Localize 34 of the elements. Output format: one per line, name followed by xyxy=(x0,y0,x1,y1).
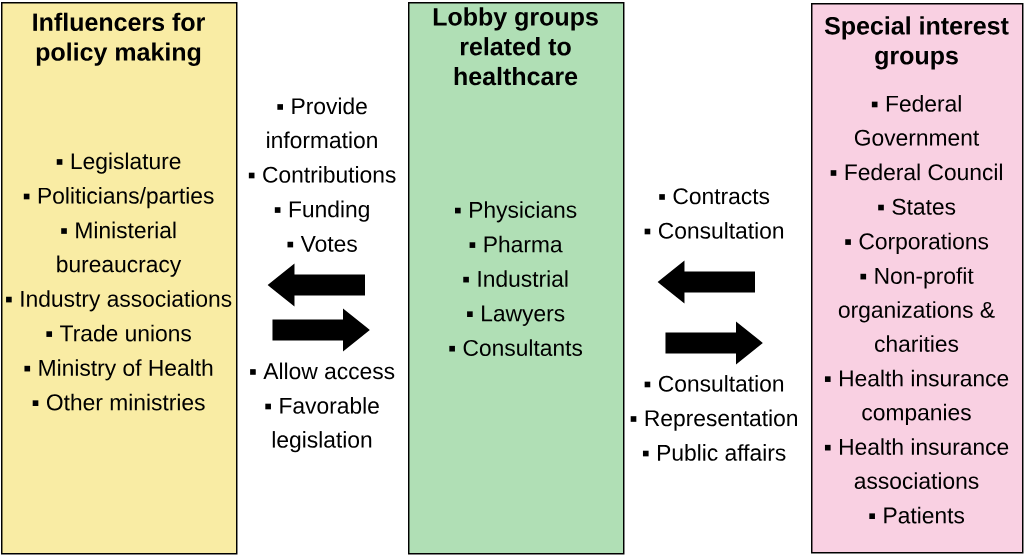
list-item: ▪ Corporations xyxy=(845,232,989,254)
list-item: ▪ Patients xyxy=(869,506,965,524)
list-item: ▪ Non-profit organizations & charities xyxy=(838,267,995,352)
flow-item: ▪ Public affairs xyxy=(642,444,786,461)
list-item: ▪ Industry associations xyxy=(6,290,232,312)
list-item: ▪ Lawyers xyxy=(467,305,565,326)
list-item: ▪ Health insurance associations xyxy=(824,438,1009,489)
list-item: ▪ Trade unions xyxy=(46,324,191,342)
list-item: ▪ Politicians/parties xyxy=(23,187,214,209)
flow-item: ▪ Contributions xyxy=(248,166,396,183)
list-item: ▪ Pharma xyxy=(469,235,563,253)
list-item: ▪ Health insurance companies xyxy=(824,369,1009,425)
flow-item: ▪ Provide information xyxy=(267,97,377,149)
flow-item: ▪ Contracts xyxy=(659,188,770,205)
list-item: ▪ Other ministries xyxy=(32,393,205,411)
list-item: ▪ Consultants xyxy=(449,339,583,356)
column-heading: Influencers for policy making xyxy=(33,12,205,66)
list-item: ▪ Industrial xyxy=(463,270,568,287)
column-heading: Special interest groups xyxy=(824,16,1009,70)
flow-item: ▪ Allow access xyxy=(250,362,395,380)
flow-item: ▪ Representation xyxy=(630,409,797,431)
list-item: ▪ Federal Government xyxy=(854,95,980,146)
flow-item: ▪ Consultation xyxy=(644,222,784,239)
list-item: ▪ Physicians xyxy=(455,201,577,223)
flow-item: ▪ Votes xyxy=(287,236,357,252)
flow-item: ▪ Consultation xyxy=(644,375,784,392)
flow-item: ▪ Favorable legislation xyxy=(265,397,379,453)
list-item: ▪ Ministerial bureaucracy xyxy=(57,221,182,277)
list-item: ▪ Legislature xyxy=(56,152,181,174)
flow-item: ▪ Funding xyxy=(274,200,369,222)
column-heading: Lobby groups related to healthcare xyxy=(433,7,598,86)
list-item: ▪ Federal Council xyxy=(830,163,1002,181)
list-item: ▪ Ministry of Health xyxy=(24,359,213,381)
list-item: ▪ States xyxy=(878,198,956,215)
